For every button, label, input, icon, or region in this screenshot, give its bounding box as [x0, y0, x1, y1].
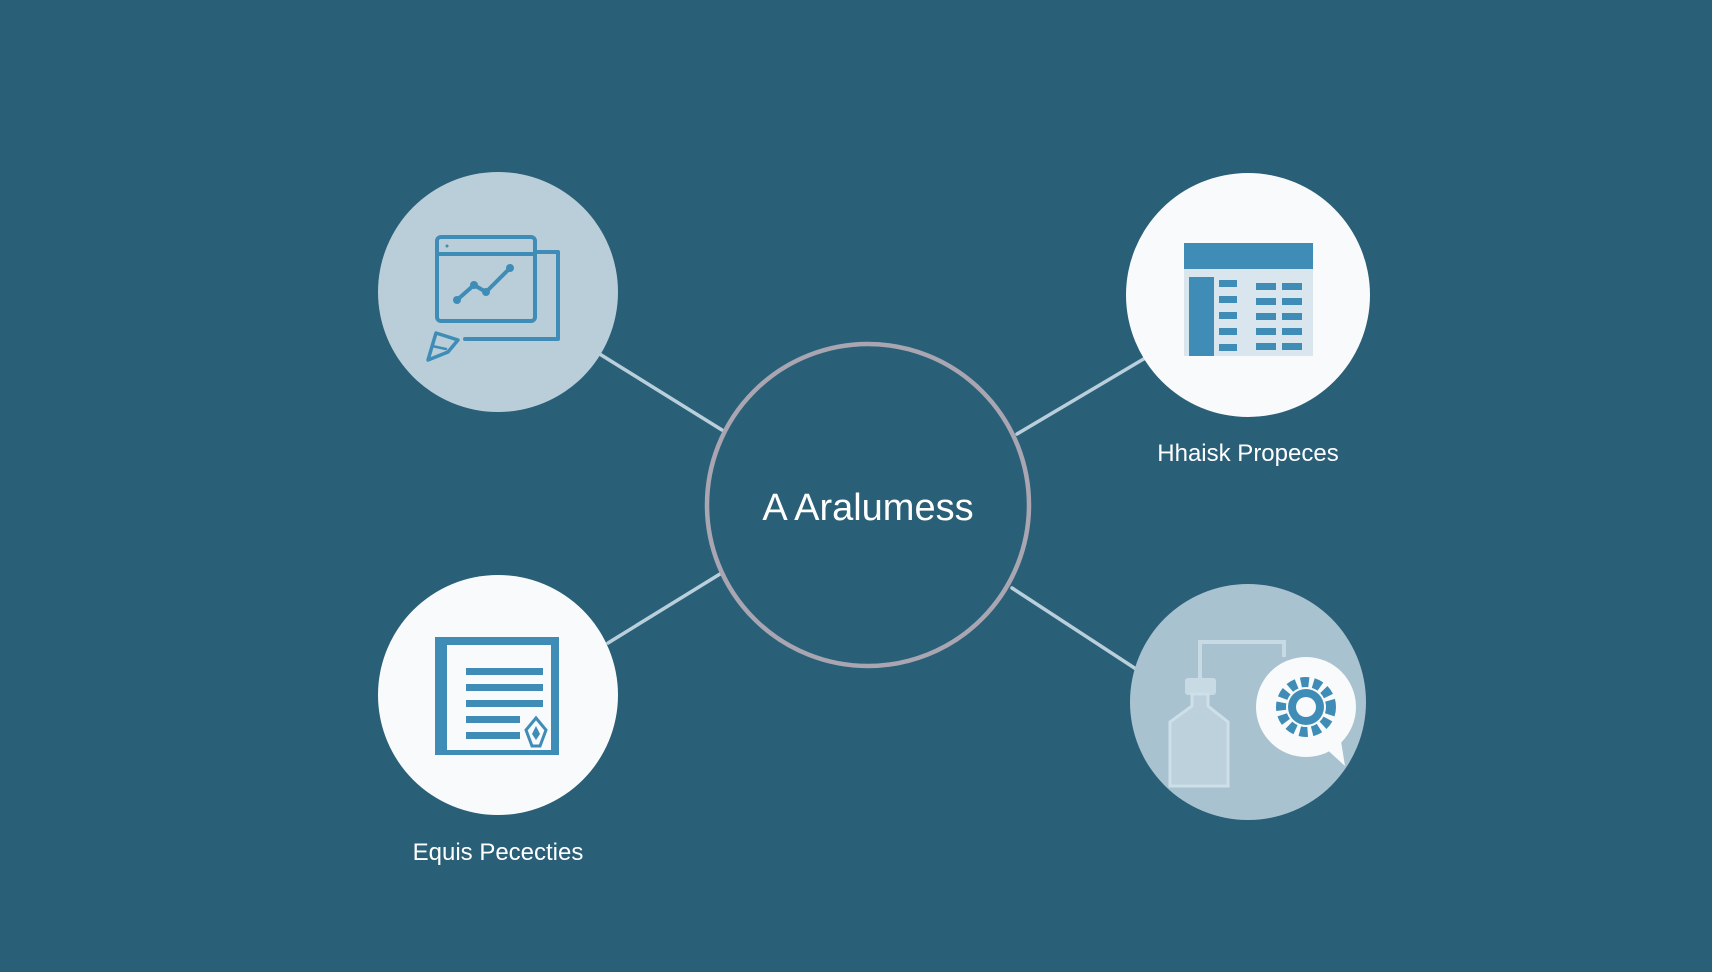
connector-bottom-right	[1010, 586, 1138, 671]
connector-top-right	[1015, 355, 1149, 436]
connector-top-left	[596, 351, 724, 432]
node-top-left[interactable]	[378, 172, 618, 412]
node-circle-top-left	[378, 172, 618, 412]
node-top-right[interactable]: Hhaisk Propeces	[1126, 173, 1370, 467]
node-label-bottom-left: Equis Pececties	[413, 839, 584, 866]
connector-bottom-left	[606, 572, 722, 645]
analytics-chart-icon	[426, 235, 560, 362]
bottle-gear-icon	[1168, 640, 1356, 788]
node-label-top-right: Hhaisk Propeces	[1157, 440, 1338, 467]
center-label: A Aralumess	[762, 487, 973, 529]
document-icon	[435, 637, 559, 755]
center-circle	[704, 341, 1032, 669]
spreadsheet-table-icon	[1184, 243, 1313, 356]
center-node[interactable]: A Aralumess	[704, 341, 1032, 669]
node-bottom-left[interactable]: Equis Pececties	[378, 575, 618, 866]
node-bottom-right[interactable]	[1130, 584, 1366, 820]
connectors	[596, 351, 1149, 671]
